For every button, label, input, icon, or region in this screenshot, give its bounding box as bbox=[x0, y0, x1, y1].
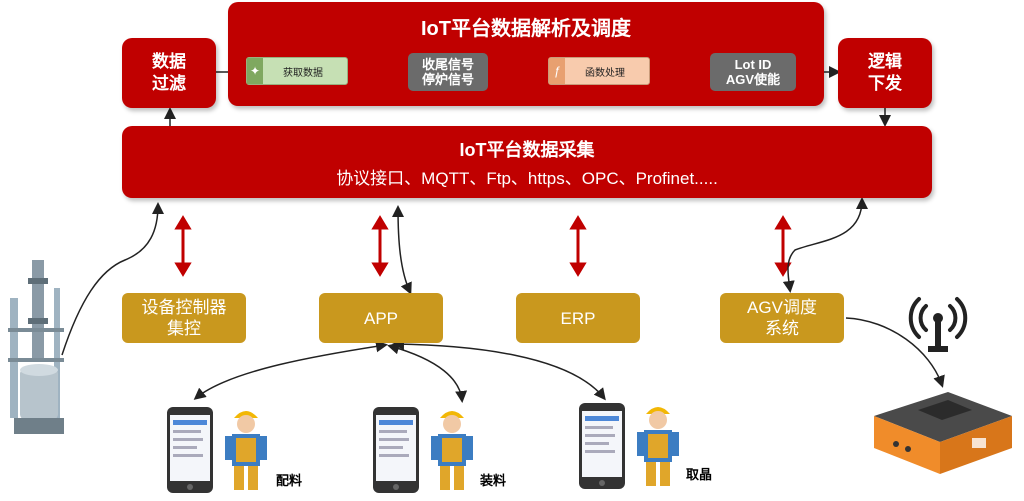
function-node[interactable]: ƒ 函数处理 bbox=[548, 57, 650, 85]
filter-line1: 数据 bbox=[152, 52, 186, 71]
worker-group-3: 取晶 bbox=[578, 398, 728, 498]
agv-dispatch-box[interactable]: AGV调度 系统 bbox=[720, 293, 844, 343]
collect-title: IoT平台数据采集 bbox=[459, 140, 595, 160]
function-label: 函数处理 bbox=[585, 67, 625, 79]
worker-group-1: 配料 bbox=[166, 398, 316, 498]
signal-line1: 收尾信号 bbox=[421, 57, 474, 72]
phone-icon bbox=[373, 407, 419, 493]
data-filter-box: 数据 过滤 bbox=[122, 38, 216, 108]
agv-line1: AGV调度 bbox=[747, 298, 817, 317]
furnace-equipment-image bbox=[8, 260, 64, 434]
logic-line2: 下发 bbox=[868, 74, 902, 93]
lot-box: Lot ID AGV使能 bbox=[710, 53, 796, 91]
lot-line2: AGV使能 bbox=[725, 72, 781, 87]
app-worker2-curve bbox=[387, 342, 468, 403]
lot-line1: Lot ID bbox=[734, 57, 772, 72]
controller-box[interactable]: 设备控制器 集控 bbox=[122, 293, 246, 343]
phone-icon bbox=[579, 403, 625, 489]
agv-robot-image bbox=[874, 392, 1012, 474]
agv-line2: 系统 bbox=[765, 319, 799, 338]
worker-label-3: 取晶 bbox=[686, 467, 713, 482]
worker-group-2: 装料 bbox=[372, 398, 522, 498]
equipment-to-collect-curve bbox=[61, 202, 164, 356]
worker-label-1: 配料 bbox=[276, 473, 303, 488]
get-data-node[interactable]: ✦ 获取数据 bbox=[246, 57, 348, 85]
wireless-signal-icon bbox=[908, 297, 968, 352]
collect-subtitle: 协议接口、MQTT、Ftp、https、OPC、Profinet..... bbox=[336, 169, 718, 188]
worker-figure-icon bbox=[431, 411, 473, 490]
worker-figure-icon bbox=[225, 411, 267, 490]
signal-box: 收尾信号 停炉信号 bbox=[408, 53, 488, 91]
phone-icon bbox=[167, 407, 213, 493]
app-box[interactable]: APP bbox=[319, 293, 443, 343]
erp-label: ERP bbox=[560, 308, 596, 328]
function-icon: ƒ bbox=[549, 58, 565, 84]
data-source-icon: ✦ bbox=[247, 58, 263, 84]
agv-to-robot-curve bbox=[845, 317, 945, 388]
collect-bar: IoT平台数据采集 协议接口、MQTT、Ftp、https、OPC、Profin… bbox=[122, 126, 932, 198]
agv-collect-curve bbox=[782, 197, 868, 293]
get-data-label: 获取数据 bbox=[283, 67, 323, 79]
controller-line2: 集控 bbox=[167, 319, 201, 338]
app-collect-curve bbox=[392, 205, 412, 295]
erp-box[interactable]: ERP bbox=[516, 293, 640, 343]
app-label: APP bbox=[363, 308, 399, 328]
signal-line2: 停炉信号 bbox=[421, 72, 474, 87]
controller-line1: 设备控制器 bbox=[141, 298, 227, 317]
logic-line1: 逻辑 bbox=[868, 52, 902, 71]
app-worker1-curve bbox=[193, 340, 388, 400]
worker-label-2: 装料 bbox=[480, 473, 507, 488]
app-worker3-curve bbox=[392, 338, 606, 401]
logic-dispatch-box: 逻辑 下发 bbox=[838, 38, 932, 108]
filter-line2: 过滤 bbox=[152, 74, 186, 93]
worker-figure-icon bbox=[637, 407, 679, 486]
parse-panel-title: IoT平台数据解析及调度 bbox=[421, 18, 631, 40]
